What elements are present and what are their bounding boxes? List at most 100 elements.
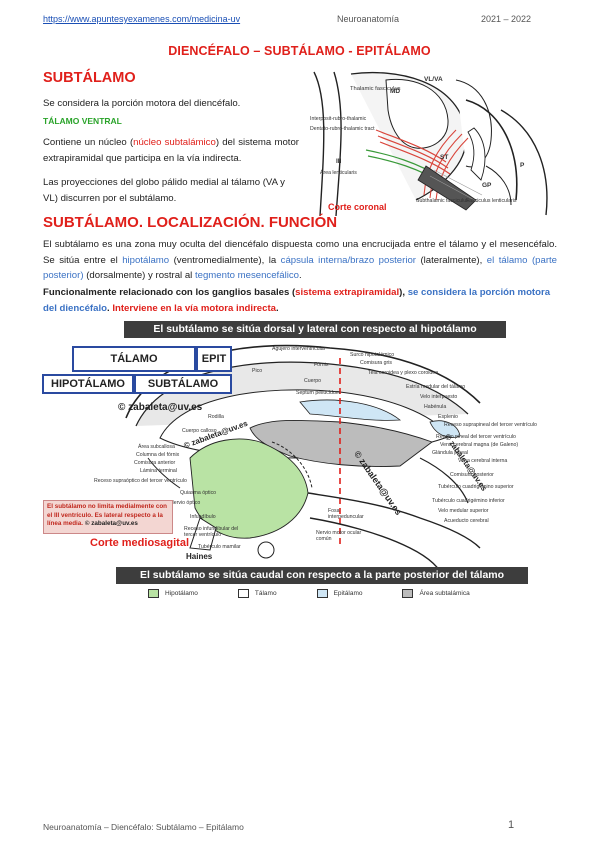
label-area-subcallosa: Área subcallosa [138,444,175,450]
text-run: ) del sistema motor extrapiramidal que p… [43,137,299,164]
label-fasciculus-lenticularis: Fasciculus lenticularis [466,198,517,204]
label-columna-fornix: Columna del fórnix [136,452,180,458]
subheading-talamo-ventral: TÁLAMO VENTRAL [43,116,122,126]
legend-label-subtalamica: Área subtalámica [419,590,470,597]
section-heading-localizacion: SUBTÁLAMO. LOCALIZACIÓN. FUNCIÓN [43,214,338,231]
text-run: se considera la porción motora del dienc… [43,287,551,314]
legend-label-epitalamo: Epitálamo [333,590,363,597]
banner-bottom: El subtálamo se sitúa caudal con respect… [116,567,528,584]
label-dentato: Dentato-rubro-thalamic tract [310,126,375,132]
section-heading-subtalamo: SUBTÁLAMO [43,70,136,86]
banner-top: El subtálamo se sitúa dorsal y lateral c… [124,321,506,338]
text-run: el tálamo (parte posterior) [43,254,558,282]
text-run: núcleo subtalámico [133,137,216,148]
footer-text: Neuroanatomía – Diencéfalo: Subtálamo – … [43,822,244,832]
label-receso-pineal: Receso pineal del tercer ventrículo [436,434,516,440]
text-run: (lateralmente), [415,254,487,266]
text-run: (ventromedialmente), la [169,254,281,266]
label-vena-interna: Vena cerebral interna [458,458,508,464]
label-subthalamic-fasciculus: Subthalamic fasciculus [416,198,469,204]
label-pico: Pico [252,368,263,374]
box-epit: EPIT [196,346,232,372]
header-link[interactable]: https://www.apuntesyexamenes.com/medicin… [43,14,241,24]
text-run: sistema extrapiramidal [295,287,400,298]
label-cuerpo: Cuerpo [304,378,322,384]
label-fornix: Fórnix [314,362,329,368]
label-vena-galeno: Vena cerebral magna (de Galeno) [440,442,519,448]
intro-paragraph: Se considera la porción motora del dienc… [43,98,241,109]
page-number: 1 [508,819,515,831]
figure-coronal-caption: Corte coronal [328,202,387,212]
text-run: El subtálamo es una zona muy oculta del … [43,239,557,266]
label-fosa: Fosa interpeduncular [328,508,364,520]
label-comisura-gris: Comisura gris [360,360,392,366]
label-st: ST [440,154,449,161]
label-velo-medular: Velo medular superior [438,508,489,514]
legend-swatch-subtalamica [402,589,414,598]
label-gp: GP [482,182,492,189]
label-infundibulo: Infundíbulo [190,514,216,520]
warning-box: El subtálamo no limita medialmente con e… [43,500,173,534]
box-hipotalamo: HIPOTÁLAMO [42,374,134,394]
figure-source: Haines [186,552,213,561]
label-receso-supraoptico: Receso supraóptico del tercer ventrículo [94,478,187,484]
label-lamina-terminal: Lámina terminal [140,468,177,474]
paragraph-funcion: Funcionalmente relacionado con los gangl… [43,285,557,316]
label-rodilla: Rodilla [208,414,224,420]
label-surco: Surco hipotalámico [350,352,395,358]
label-cuerpo-calloso: Cuerpo calloso [182,428,217,434]
page-title: DIENCÉFALO – SUBTÁLAMO - EPITÁLAMO [168,44,431,58]
label-vl-va: VL/VA [424,76,443,83]
box-talamo: TÁLAMO [72,346,196,372]
paragraph-nucleo: Contiene un núcleo (núcleo subtalámico) … [43,135,299,166]
label-motor-ocular: Nervio motor ocular común [316,530,362,542]
box-subtalamo: SUBTÁLAMO [134,374,232,394]
text-run: Funcionalmente relacionado con los gangl… [43,287,296,298]
label-comisura-posterior: Comisura posterior [450,472,494,478]
header-year: 2021 – 2022 [481,14,532,24]
label-tuberculo-superior: Tubérculo cuadrigémino superior [438,484,514,490]
label-area-lenticularis: Área lenticularis [320,170,357,176]
label-quiasma: Quiasma óptico [180,490,217,496]
label-tuberculo-inferior: Tubérculo cuadrigémino inferior [432,498,505,504]
warning-text: El subtálamo no limita medialmente con e… [47,503,168,527]
legend-swatch-talamo [237,589,249,598]
label-iii: III [336,158,342,165]
coronal-section-drawing [313,71,548,217]
text-run: tegmento mesencefálico [194,270,299,281]
label-agujero: Agujero interventricular [272,346,326,352]
label-nervio-optico: Nervio óptico [170,500,201,506]
text-run: . [276,302,279,314]
label-interposit: Interposit-rubro-thalamic [310,116,367,122]
legend: Hipotálamo Tálamo Epitálamo Área subtalá… [148,589,470,598]
label-acueducto: Acueducto cerebral [444,518,489,524]
label-md: MD [390,88,401,95]
label-receso-suprapineal: Receso suprapineal del tercer ventrículo [444,422,537,428]
text-run: . [106,302,113,314]
text-run: (dorsalmente) y rostral al [83,270,195,281]
header-subject: Neuroanatomía [337,14,400,24]
legend-label-talamo: Tálamo [254,590,277,597]
label-velo-interpuesto: Velo interpuesto [420,394,458,400]
text-run: . [298,270,302,281]
label-glandula-pineal: Glándula pineal [432,450,469,456]
label-receso-infundibular: Receso infundibular del tercer ventrícul… [184,526,239,538]
paragraph-proyecciones: Las proyecciones del globo pálido medial… [43,177,285,204]
label-comisura-anterior: Comisura anterior [134,460,176,466]
text-run: hipotálamo [122,254,170,266]
label-septum: Septum pellucidum [296,390,341,396]
paragraph-localizacion: El subtálamo es una zona muy oculta del … [43,237,557,284]
legend-label-hipotalamo: Hipotálamo [165,590,198,597]
figure-mediosagital-caption: Corte mediosagital [90,537,190,549]
legend-swatch-hipotalamo [148,589,159,598]
label-habenula: Habénula [424,404,447,410]
copyright-label: © zabaleta@uv.es [118,402,203,413]
label-tuberculo-mamilar: Tubérculo mamilar [198,544,241,550]
label-esplenio: Esplenio [438,414,458,420]
text-run: Contiene un núcleo ( [43,137,134,148]
label-estria: Estría medular del tálamo [406,384,466,390]
warning-copyright: © zabaleta@uv.es [84,520,138,527]
text-run: Interviene en la vía motora indirecta [112,302,277,314]
figure-coronal: Thalamic fasciculus MD VL/VA Interposit-… [306,70,558,218]
label-p: P [520,162,525,169]
